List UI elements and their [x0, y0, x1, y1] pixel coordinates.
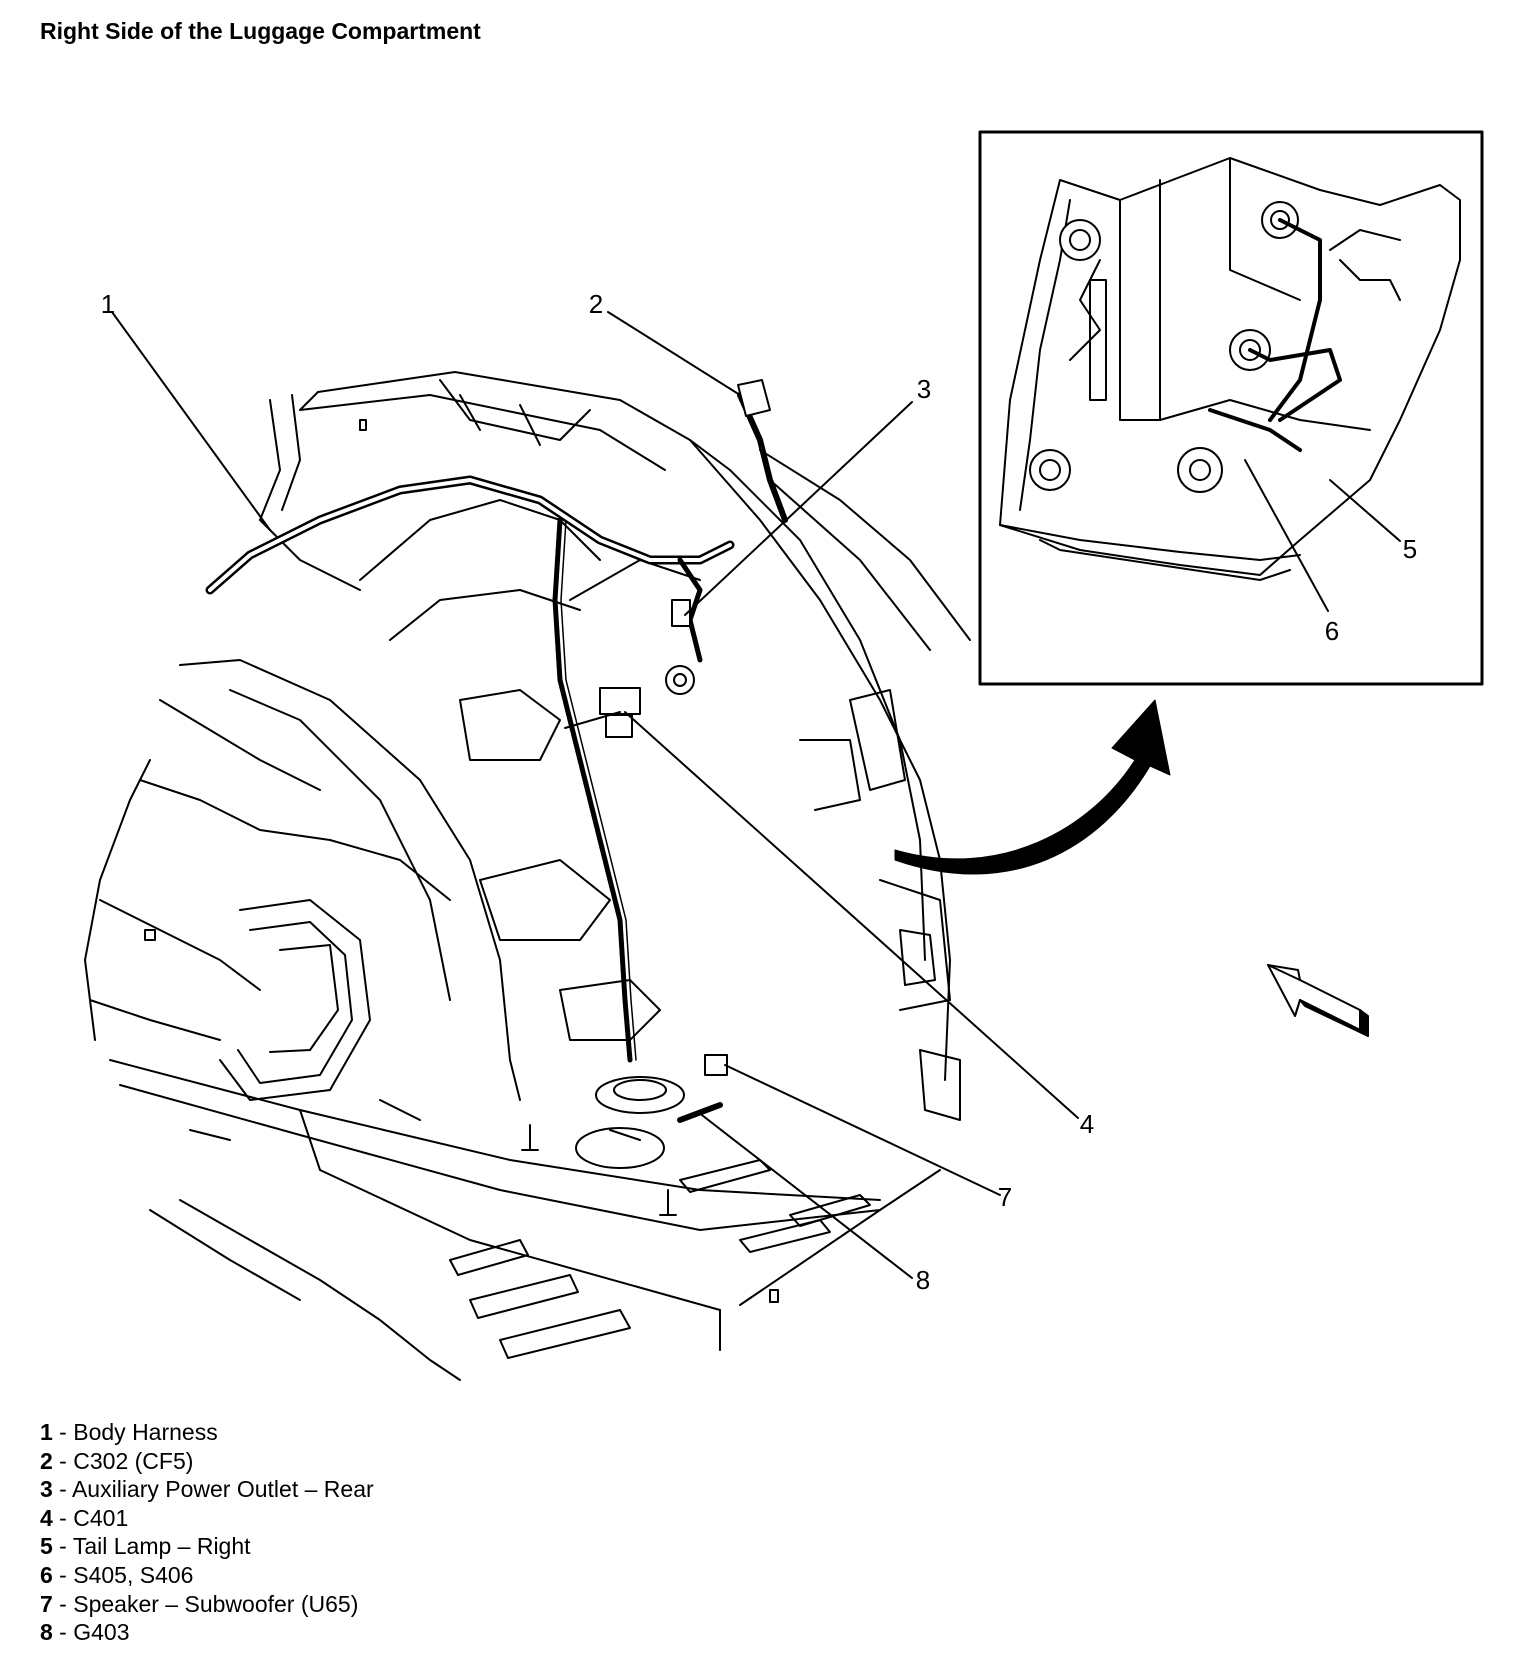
- luggage-compartment-illustration: 1 2 3 4 5 6 7 8: [84, 130, 1484, 1381]
- callout-6: 6: [1325, 616, 1339, 646]
- callout-4: 4: [1080, 1109, 1094, 1139]
- callout-1: 1: [101, 289, 115, 319]
- legend-item: 3 - Auxiliary Power Outlet – Rear: [40, 1476, 374, 1503]
- tail-lamp-inset: [978, 130, 1484, 686]
- legend-item: 6 - S405, S406: [40, 1561, 194, 1588]
- callout-5: 5: [1403, 534, 1417, 564]
- legend-item: 2 - C302 (CF5): [40, 1447, 194, 1474]
- diagram-title: Right Side of the Luggage Compartment: [40, 18, 481, 44]
- legend-item: 4 - C401: [40, 1504, 129, 1531]
- callout-2: 2: [589, 289, 603, 319]
- callout-8: 8: [916, 1265, 930, 1295]
- view-direction-arrow: [1267, 964, 1369, 1037]
- callout-leaders: [111, 311, 1401, 1279]
- trunk-body-outline: [84, 371, 971, 1381]
- inset-pointer-arrow: [894, 699, 1171, 875]
- legend-item: 8 - G403: [40, 1619, 130, 1646]
- callout-3: 3: [917, 374, 931, 404]
- legend-item: 7 - Speaker – Subwoofer (U65): [40, 1590, 359, 1617]
- legend-item: 5 - Tail Lamp – Right: [40, 1533, 251, 1560]
- legend-item: 1 - Body Harness: [40, 1419, 218, 1445]
- component-legend: 1 - Body Harness 2 - C302 (CF5) 3 - Auxi…: [40, 1418, 374, 1647]
- callout-7: 7: [998, 1182, 1012, 1212]
